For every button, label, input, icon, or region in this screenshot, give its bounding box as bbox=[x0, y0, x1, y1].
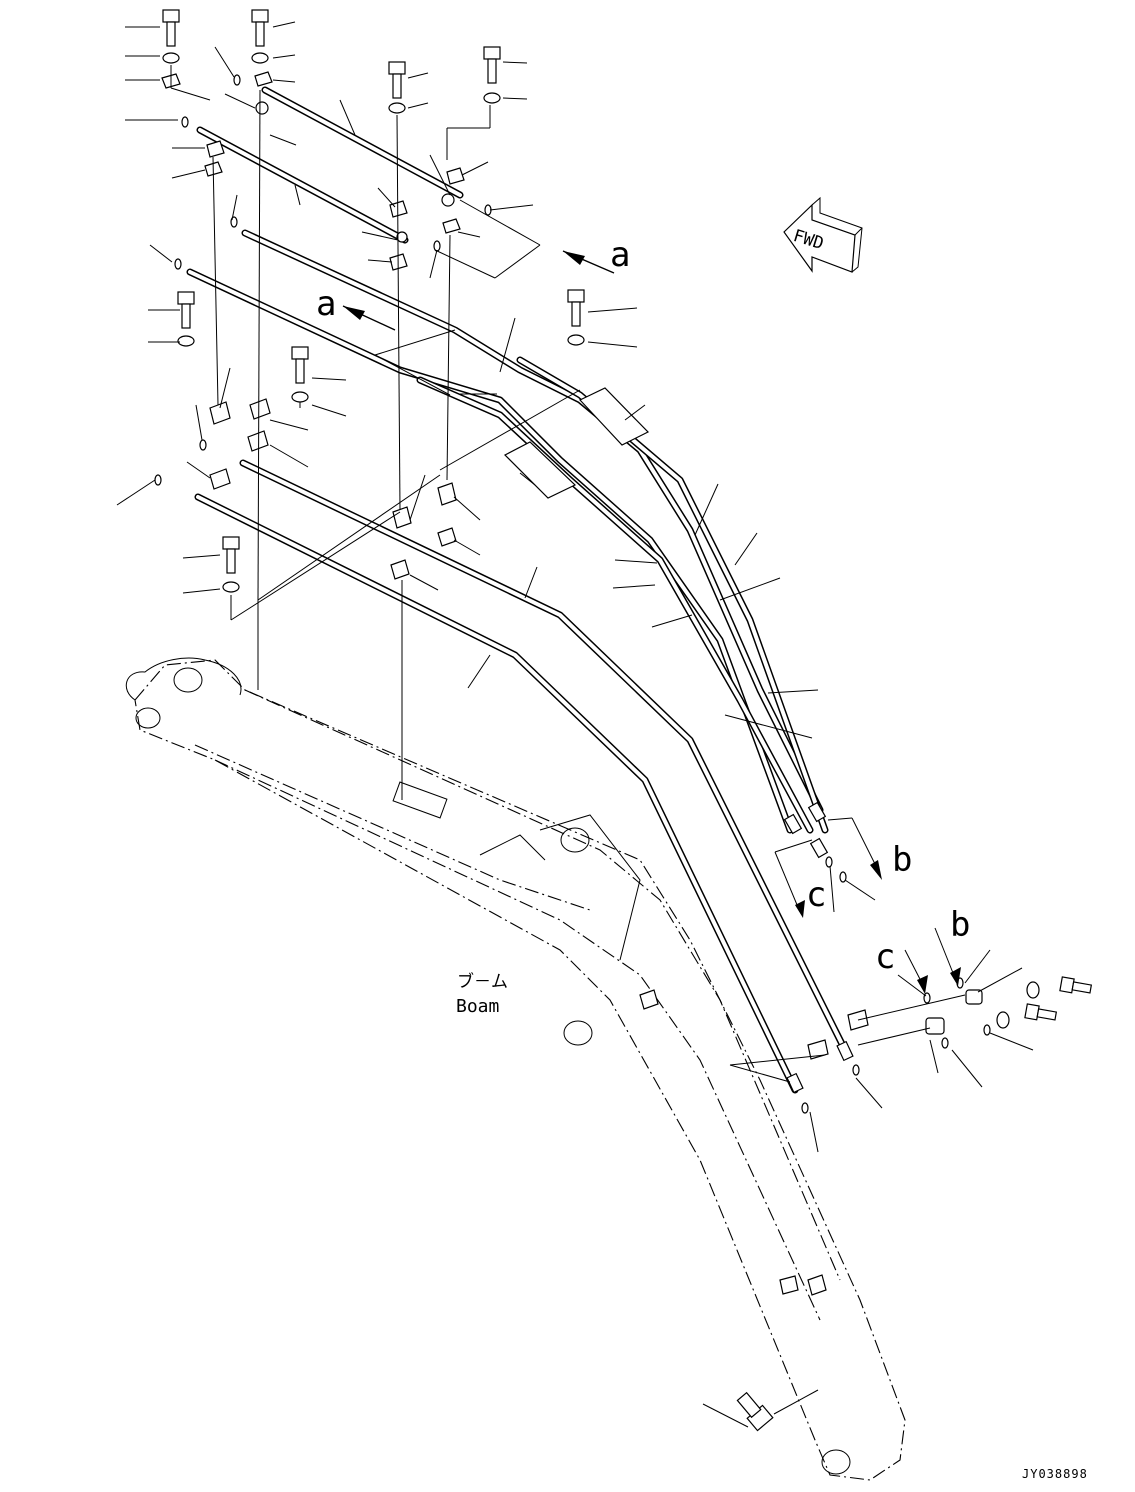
clamps bbox=[161, 71, 869, 1296]
callout-c-lower: c bbox=[875, 937, 896, 977]
bolts bbox=[162, 9, 1093, 1432]
pipe-fittings bbox=[255, 101, 983, 1094]
protective-sleeves bbox=[503, 387, 650, 499]
leader-lines bbox=[116, 21, 1034, 1428]
fwd-arrow bbox=[783, 196, 863, 273]
o-rings bbox=[154, 74, 991, 1114]
callout-a-left: a bbox=[316, 284, 337, 324]
callout-b-upper: b bbox=[892, 840, 913, 880]
boom-label-jp: ブ－ム bbox=[457, 972, 508, 992]
drawing-code: JY038898 bbox=[1022, 1467, 1088, 1481]
callout-b-lower: b bbox=[950, 905, 971, 945]
callout-a-right: a bbox=[610, 235, 631, 275]
boom-label-en: Boam bbox=[456, 996, 500, 1017]
washers bbox=[162, 52, 1040, 1029]
boom-outline bbox=[125, 657, 906, 1481]
callout-c-upper: c bbox=[806, 875, 827, 915]
